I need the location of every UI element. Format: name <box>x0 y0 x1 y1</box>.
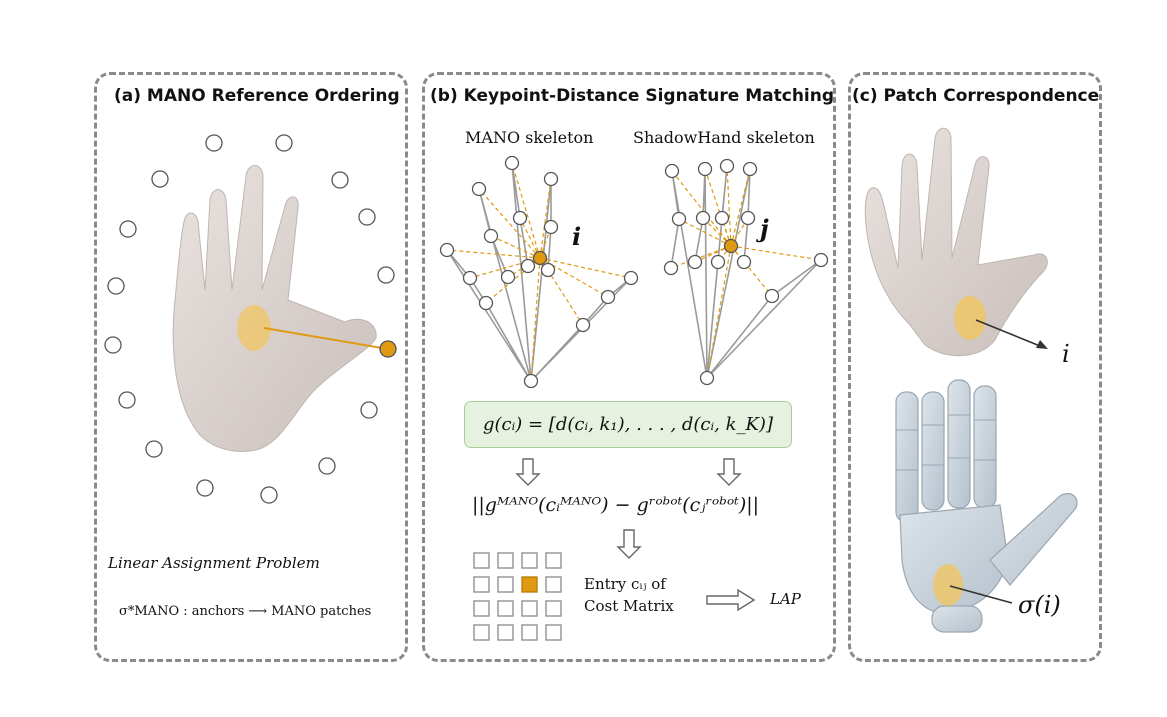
anchor-circles <box>104 134 395 504</box>
panel-a-title: (a) MANO Reference Ordering <box>114 86 400 106</box>
signature-formula: g(cᵢ) = [d(cᵢ, k₁), . . . , d(cᵢ, k_K)] <box>483 414 773 435</box>
norm-formula: ||gᴹᴬᴺᴼ(cᵢᴹᴬᴺᴼ) − gʳᵒᵇᵒᵗ(cⱼʳᵒᵇᵒᵗ)|| <box>472 494 760 516</box>
human-hand-illustration <box>864 127 1048 357</box>
patch-arrow-head <box>1036 340 1048 349</box>
anchor-circle-icon <box>145 440 163 458</box>
panel-c-title: (c) Patch Correspondence <box>852 86 1100 106</box>
mano-hand-illustration <box>172 165 377 452</box>
entry-label-line2: Cost Matrix <box>584 597 674 615</box>
anchor-circle-icon <box>196 479 214 497</box>
anchor-circle-icon <box>104 336 122 354</box>
robot-patch <box>933 564 963 606</box>
anchor-circle-icon <box>377 266 395 284</box>
signature-formula-box: g(cᵢ) = [d(cᵢ, k₁), . . . , d(cᵢ, k_K)] <box>464 401 792 448</box>
shadowhand-skeleton <box>663 158 829 386</box>
panel-b-title: (b) Keypoint-Distance Signature Matching <box>430 86 835 106</box>
entry-label-line1: Entry cᵢⱼ of <box>584 575 666 593</box>
down-arrow-icon <box>716 458 742 486</box>
anchor-circle-icon <box>331 171 349 189</box>
mano-skeleton-label: MANO skeleton <box>465 128 594 147</box>
mano-patch <box>237 305 271 351</box>
keypoint-i-label: i <box>572 222 582 251</box>
human-patch <box>954 296 986 340</box>
keypoint-j-label: j <box>760 214 769 243</box>
patch-i-label: i <box>1062 340 1070 368</box>
panel-patch-correspondence <box>848 72 1102 662</box>
selected-anchor-icon <box>379 340 397 358</box>
anchor-circle-icon <box>151 170 169 188</box>
anchor-circle-icon <box>318 457 336 475</box>
mano-skeleton <box>439 155 639 389</box>
anchor-circle-icon <box>119 220 137 238</box>
anchor-circle-icon <box>205 134 223 152</box>
anchor-circle-icon <box>358 208 376 226</box>
robot-joint-lines <box>896 414 996 471</box>
panel-signature-matching <box>422 72 836 662</box>
robot-hand-illustration <box>895 379 1078 633</box>
shadowhand-skeleton-label: ShadowHand skeleton <box>633 128 815 147</box>
sigma-arrow-line <box>949 585 1013 604</box>
anchor-circle-icon <box>360 401 378 419</box>
anchor-circle-icon <box>275 134 293 152</box>
anchor-circle-icon <box>118 391 136 409</box>
panel-mano-reference-ordering <box>94 72 408 662</box>
patch-arrow-line <box>975 319 1041 347</box>
anchor-circle-icon <box>260 486 278 504</box>
lap-label: LAP <box>770 590 801 608</box>
down-arrow-icon <box>515 458 541 486</box>
down-arrow-icon <box>616 529 642 559</box>
lap-caption: Linear Assignment Problem <box>108 554 320 572</box>
right-arrow-icon <box>706 588 756 612</box>
anchor-circle-icon <box>107 277 125 295</box>
sigma-i-label: σ(i) <box>1018 591 1061 619</box>
sigma-mapping-label: σ*MANO : anchors ⟶ MANO patches <box>119 604 372 619</box>
anchor-link-line <box>263 327 389 350</box>
cost-matrix-grid <box>473 552 562 641</box>
